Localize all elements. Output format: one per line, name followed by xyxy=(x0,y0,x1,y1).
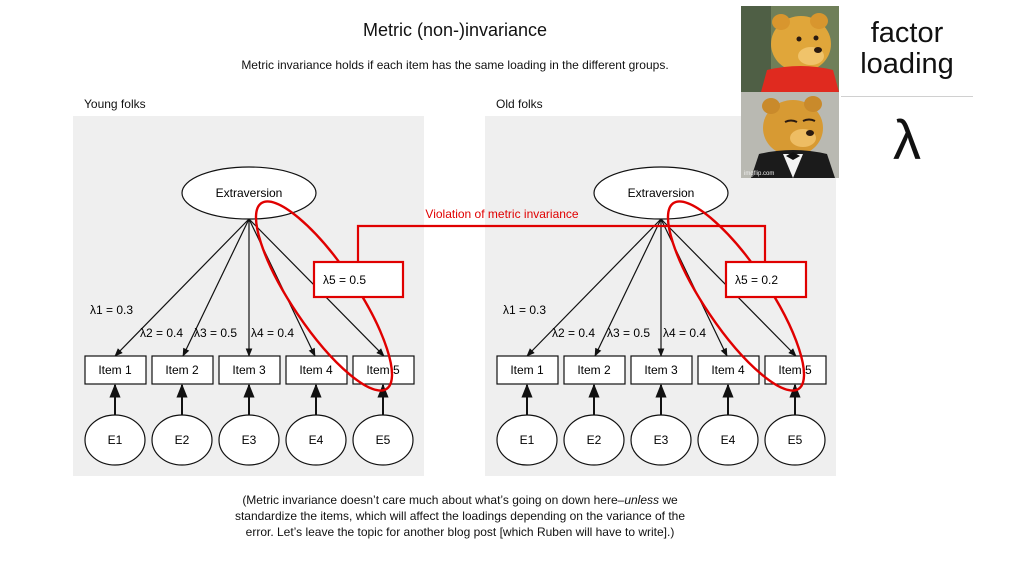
old-loading-arrow-1 xyxy=(526,218,662,357)
young-item-label-2: Item 2 xyxy=(165,363,199,377)
old-error-node-5 xyxy=(764,414,826,466)
meme-top-text: factor loading xyxy=(860,17,954,80)
old-item-label-4: Item 4 xyxy=(711,363,745,377)
young-loading-label-4: λ4 = 0.4 xyxy=(251,326,294,340)
meme-bottom-text: λ xyxy=(893,108,921,171)
old-item-2 xyxy=(563,355,626,385)
young-latent-label: Extraversion xyxy=(216,186,283,200)
young-lambda5-box xyxy=(312,260,405,299)
old-loading-label-4: λ4 = 0.4 xyxy=(663,326,706,340)
footer-text-emphasis: unless xyxy=(624,493,659,507)
old-error-node-2 xyxy=(563,414,625,466)
footer-note: (Metric invariance doesn’t care much abo… xyxy=(230,492,690,540)
old-loading-label-1: λ1 = 0.3 xyxy=(503,303,546,317)
old-item-label-5: Item 5 xyxy=(778,363,812,377)
young-loading-label-5: λ5 = 0.5 xyxy=(323,273,366,287)
young-item-label-5: Item 5 xyxy=(366,363,400,377)
young-item-1 xyxy=(84,355,147,385)
young-error-label-3: E3 xyxy=(242,433,257,447)
old-error-label-3: E3 xyxy=(654,433,669,447)
young-error-label-5: E5 xyxy=(376,433,391,447)
violation-connector xyxy=(356,224,767,261)
young-item-label-4: Item 4 xyxy=(299,363,333,377)
young-loading-label-2: λ2 = 0.4 xyxy=(140,326,183,340)
young-error-node-4 xyxy=(285,414,347,466)
old-error-label-1: E1 xyxy=(520,433,535,447)
page-title: Metric (non-)invariance xyxy=(362,20,548,40)
page-subtitle: Metric invariance holds if each item has… xyxy=(241,58,669,72)
young-item-4 xyxy=(285,355,348,385)
young-error-node-5 xyxy=(352,414,414,466)
young-loading-label-3: λ3 = 0.5 xyxy=(194,326,237,340)
young-error-label-4: E4 xyxy=(309,433,324,447)
young-error-node-2 xyxy=(151,414,213,466)
young-loading-arrow-2 xyxy=(182,218,250,357)
meme-plain-bear-picture xyxy=(741,6,839,92)
old-item-3 xyxy=(630,355,693,385)
young-item-5 xyxy=(352,355,415,385)
old-error-label-5: E5 xyxy=(788,433,803,447)
old-loading-label-5: λ5 = 0.2 xyxy=(735,273,778,287)
footer-text-part1: (Metric invariance doesn’t care much abo… xyxy=(242,493,625,507)
old-loading-arrow-2 xyxy=(594,218,662,357)
meme-watermark: imgflip.com xyxy=(744,171,774,177)
old-latent-label: Extraversion xyxy=(628,186,695,200)
young-item-label-1: Item 1 xyxy=(98,363,132,377)
old-item-label-3: Item 3 xyxy=(644,363,678,377)
young-error-label-2: E2 xyxy=(175,433,190,447)
young-error-node-1 xyxy=(84,414,146,466)
old-item-1 xyxy=(496,355,559,385)
old-diagram: Extraversion Item 1 Item 2 Item 3 Item 4… xyxy=(496,166,827,466)
young-error-label-1: E1 xyxy=(108,433,123,447)
footer-text-part2: we standardize the items, which will aff… xyxy=(234,493,686,539)
old-error-node-3 xyxy=(630,414,692,466)
old-error-label-4: E4 xyxy=(721,433,736,447)
old-item-label-2: Item 2 xyxy=(577,363,611,377)
young-loading-label-1: λ1 = 0.3 xyxy=(90,303,133,317)
violation-highlight: Violation of metric invariance λ5 = 0.5 … xyxy=(254,200,808,392)
young-loading-arrow-1 xyxy=(114,218,250,357)
young-diagram: Extraversion Item 1 Item 2 Item 3 Item 4… xyxy=(84,166,415,466)
old-lambda5-box xyxy=(724,260,808,299)
meme-divider xyxy=(841,96,973,97)
old-loading-label-3: λ3 = 0.5 xyxy=(607,326,650,340)
group-label-old: Old folks xyxy=(496,97,543,111)
group-label-young: Young folks xyxy=(84,97,146,111)
violation-label: Violation of metric invariance xyxy=(425,207,579,221)
old-error-node-4 xyxy=(697,414,759,466)
old-error-label-2: E2 xyxy=(587,433,602,447)
meme-image: imgflip.com factor loading λ xyxy=(741,6,973,178)
old-error-node-1 xyxy=(496,414,558,466)
old-item-4 xyxy=(697,355,760,385)
young-item-label-3: Item 3 xyxy=(232,363,266,377)
meme-fancy-bear-picture: imgflip.com xyxy=(741,92,839,178)
young-item-2 xyxy=(151,355,214,385)
old-loading-label-2: λ2 = 0.4 xyxy=(552,326,595,340)
old-item-label-1: Item 1 xyxy=(510,363,544,377)
young-error-node-3 xyxy=(218,414,280,466)
young-item-3 xyxy=(218,355,281,385)
